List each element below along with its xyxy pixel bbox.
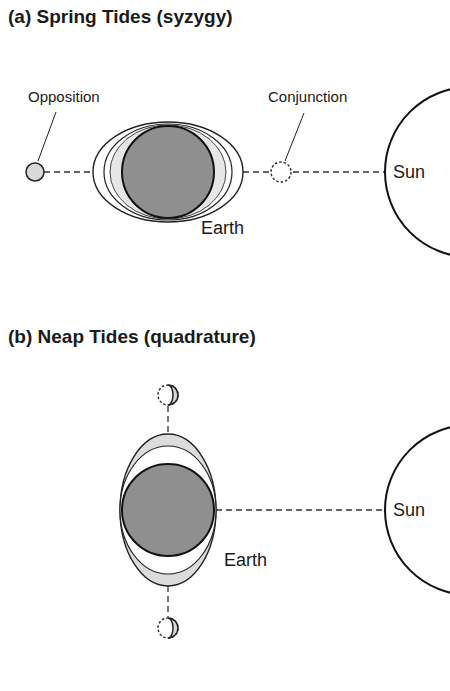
dashed-line — [167, 406, 168, 434]
moon-conjunction — [271, 162, 291, 182]
moon-quarter-bottom — [158, 618, 178, 638]
dashed-line — [167, 586, 168, 617]
callout-label: Conjunction — [268, 88, 347, 105]
leader-line — [285, 113, 304, 161]
dashed-connector — [243, 171, 385, 172]
node-label: Earth — [224, 550, 267, 571]
section-heading: (a) Spring Tides (syzygy) — [8, 6, 233, 28]
callout-label: Opposition — [28, 88, 100, 105]
earth-figure: Earth — [120, 434, 216, 586]
earth-figure: Earth — [93, 122, 243, 222]
moon-quarter-top — [158, 385, 178, 405]
dashed-line — [44, 171, 93, 172]
dashed-connector — [216, 509, 385, 510]
moon-opposition — [26, 163, 44, 181]
node-label: Sun — [393, 162, 425, 183]
leader-line — [38, 112, 56, 161]
section-heading: (b) Neap Tides (quadrature) — [8, 326, 256, 348]
node-label: Sun — [393, 500, 425, 521]
node-outline — [120, 434, 216, 586]
node-label: Earth — [201, 218, 244, 239]
node-outline — [93, 122, 243, 222]
sun-figure: Sun — [385, 82, 450, 262]
sun-figure: Sun — [385, 420, 450, 600]
